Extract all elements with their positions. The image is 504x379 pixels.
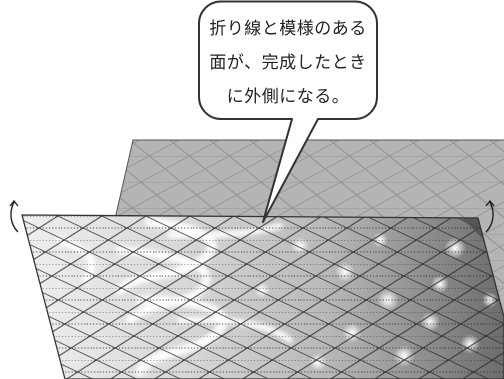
corner-shadow: [462, 218, 484, 240]
callout-outline: [198, 0, 378, 223]
callout-line-1: 折り線と模様のある: [209, 19, 367, 39]
front-sheet: [21, 214, 504, 379]
callout-bubble: 折り線と模様のある 面が、完成したとき に外側になる。: [198, 0, 378, 223]
callout-line-2: 面が、完成したとき: [209, 53, 366, 73]
curved-arrow-icon: [485, 199, 495, 233]
front-sheet-edge: [21, 214, 504, 379]
callout-line-3: に外側になる。: [227, 87, 350, 107]
curved-arrow-icon: [9, 199, 19, 233]
front-sheet-fold-lines: [22, 215, 504, 379]
